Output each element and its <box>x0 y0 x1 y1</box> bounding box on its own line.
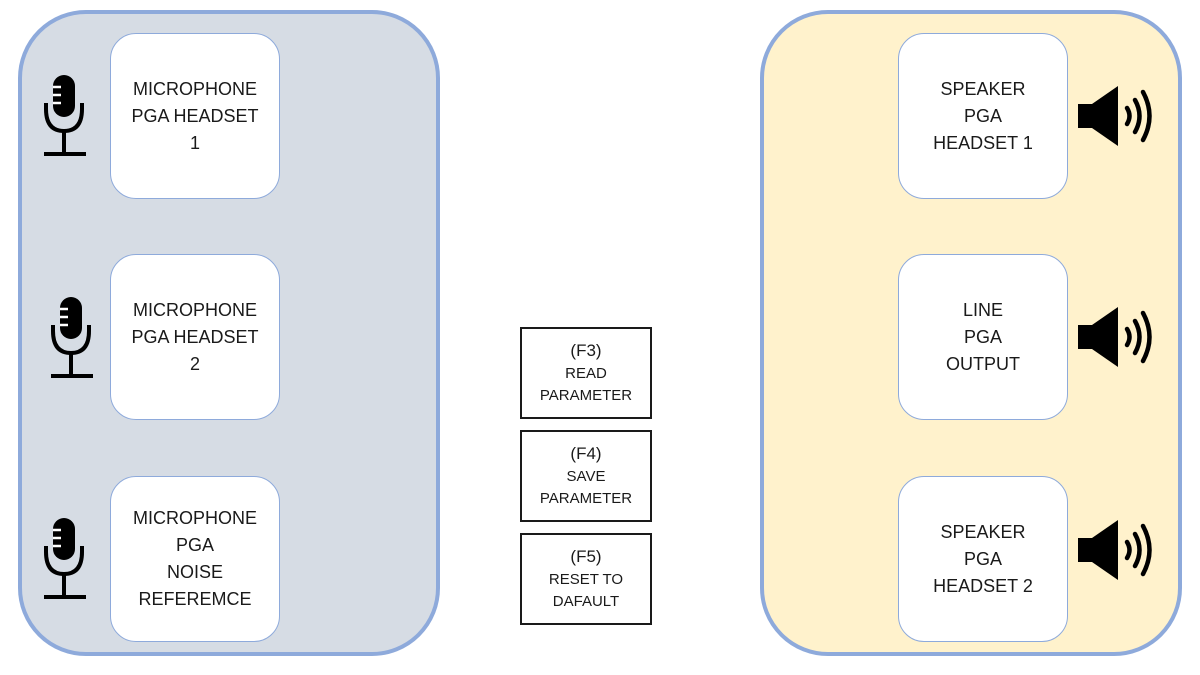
card-label-line: PGA <box>963 105 1002 126</box>
speaker-icon <box>1078 307 1152 367</box>
card-label-line: NOISE <box>166 562 223 582</box>
function-key-text: RESET TO <box>548 571 624 588</box>
card-label-line: PGA <box>963 326 1002 347</box>
line-pga-output-card[interactable]: LINE PGA OUTPUT <box>898 254 1068 420</box>
card-label-line: 1 <box>189 132 200 153</box>
microphone-icon <box>51 297 93 378</box>
microphone-icon <box>44 518 86 599</box>
read-parameter-button[interactable]: (F3) READ PARAMETER <box>520 327 652 419</box>
card-label-line: MICROPHONE <box>132 299 257 320</box>
card-label-line: LINE <box>962 299 1004 320</box>
card-label-line: SPEAKER <box>940 521 1026 542</box>
card-label-line: MICROPHONE <box>132 508 257 528</box>
card-label-line: 2 <box>189 353 200 374</box>
function-key-label: (F4) <box>570 444 602 463</box>
card-label-line: REFEREMCE <box>138 589 252 609</box>
speaker-icon <box>1078 86 1152 146</box>
card-label-line: PGA HEADSET <box>131 105 259 126</box>
speaker-icon <box>1078 520 1152 580</box>
card-label-line: HEADSET 1 <box>933 132 1033 153</box>
function-key-text: PARAMETER <box>539 490 633 507</box>
card-label-line: OUTPUT <box>946 353 1020 374</box>
mic-pga-noise-reference-card[interactable]: MICROPHONE PGA NOISE REFEREMCE <box>110 476 280 642</box>
function-key-text: PARAMETER <box>539 387 633 404</box>
mic-pga-headset-2-card[interactable]: MICROPHONE PGA HEADSET 2 <box>110 254 280 420</box>
speaker-pga-headset-1-card[interactable]: SPEAKER PGA HEADSET 1 <box>898 33 1068 199</box>
function-key-label: (F5) <box>570 547 602 566</box>
card-label-line: PGA HEADSET <box>131 326 259 347</box>
function-key-text: READ <box>565 365 607 382</box>
card-label-line: MICROPHONE <box>132 78 257 99</box>
microphone-icon <box>44 75 86 156</box>
function-key-text: SAVE <box>566 468 606 485</box>
card-label-line: PGA <box>963 548 1002 569</box>
function-key-text: DAFAULT <box>552 593 620 610</box>
reset-to-default-button[interactable]: (F5) RESET TO DAFAULT <box>520 533 652 625</box>
card-label-line: SPEAKER <box>940 78 1026 99</box>
mic-pga-headset-1-card[interactable]: MICROPHONE PGA HEADSET 1 <box>110 33 280 199</box>
speaker-pga-headset-2-card[interactable]: SPEAKER PGA HEADSET 2 <box>898 476 1068 642</box>
save-parameter-button[interactable]: (F4) SAVE PARAMETER <box>520 430 652 522</box>
card-label-line: PGA <box>175 535 214 555</box>
card-label-line: HEADSET 2 <box>933 575 1033 596</box>
function-key-label: (F3) <box>570 341 602 360</box>
